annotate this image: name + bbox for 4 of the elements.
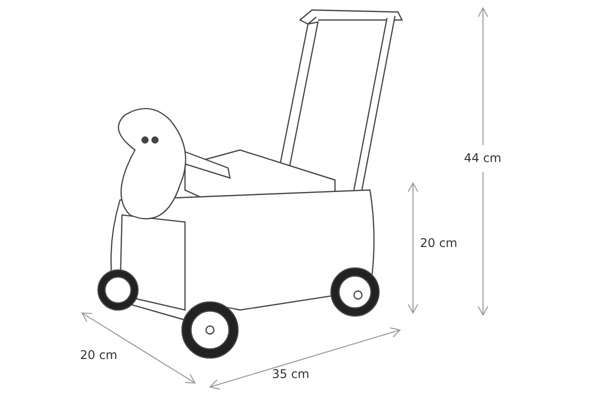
dimension-label: 20 cm bbox=[420, 236, 458, 250]
dimension-label: 20 cm bbox=[80, 348, 118, 362]
dimension-label: 44 cm bbox=[464, 151, 502, 165]
dimension-label: 35 cm bbox=[272, 367, 310, 381]
